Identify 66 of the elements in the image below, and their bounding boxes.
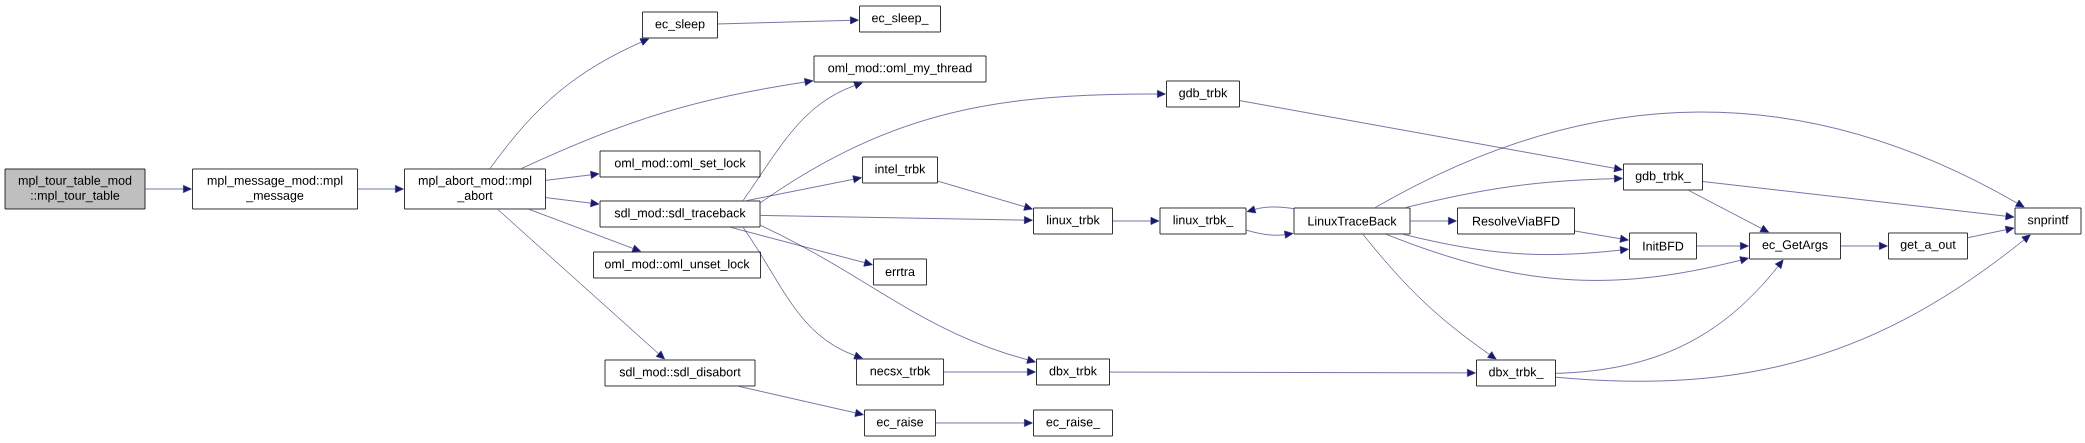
arrow [497, 209, 665, 360]
arrow [528, 209, 641, 253]
arrow [1410, 217, 1457, 225]
function-box: ec_raise_ [1033, 409, 1113, 437]
function-box: dbx_trbk_ [1476, 359, 1556, 387]
function-box: mpl_message_mod::mpl _message [192, 168, 358, 210]
arrow [1840, 242, 1888, 250]
function-box: ec_sleep_ [859, 5, 941, 33]
function-box: mpl_tour_table_mod ::mpl_tour_table [4, 168, 146, 210]
function-box: mpl_abort_mod::mpl _abort [404, 168, 546, 210]
arrow [545, 170, 600, 181]
function-box: ResolveViaBFD [1457, 207, 1575, 235]
function-box: dbx_trbk [1036, 358, 1110, 386]
arrow [1239, 100, 1623, 173]
function-box: linux_trbk [1033, 207, 1113, 235]
arrow [1374, 111, 2025, 208]
arrow [545, 197, 600, 208]
arrow [1246, 205, 1294, 214]
arrow [760, 90, 1166, 203]
function-box: oml_mod::oml_set_lock [599, 150, 761, 178]
function-box: InitBFD [1629, 232, 1697, 260]
arrow [1688, 190, 1770, 233]
arrow [1555, 259, 1784, 374]
arrow [1967, 225, 2015, 238]
arrow [1696, 242, 1749, 250]
arrow [489, 38, 650, 169]
arrow [937, 180, 1033, 211]
arrow [1702, 181, 2015, 221]
function-box: oml_mod::oml_my_thread [813, 55, 987, 83]
function-box: ec_sleep [642, 11, 718, 39]
function-box: gdb_trbk [1166, 80, 1240, 108]
arrow [717, 16, 859, 25]
arrow [357, 185, 404, 193]
arrow [746, 175, 862, 201]
function-box: errtra [873, 258, 927, 286]
function-box: snprintf [2014, 207, 2082, 235]
arrow [1109, 368, 1476, 377]
arrow [1386, 234, 1749, 281]
arrow [145, 185, 192, 193]
arrow [760, 225, 1036, 364]
function-box: necsx_trbk [856, 358, 944, 386]
arrow [742, 81, 863, 201]
function-box: ec_GetArgs [1749, 232, 1841, 260]
arrow [760, 215, 1033, 225]
function-box: ec_raise [864, 409, 936, 437]
function-box: get_a_out [1888, 232, 1968, 260]
arrow [935, 419, 1033, 427]
arrow [943, 368, 1036, 376]
function-box: sdl_mod::sdl_traceback [599, 200, 761, 228]
arrow [1362, 234, 1497, 360]
function-box: gdb_trbk_ [1623, 163, 1703, 191]
function-box: intel_trbk [862, 156, 938, 184]
arrow [1574, 230, 1629, 243]
arrow [1246, 229, 1294, 239]
arrow [1555, 234, 2031, 382]
arrow [730, 227, 873, 267]
function-box: oml_mod::oml_unset_lock [593, 251, 761, 279]
arrow [521, 78, 814, 169]
arrow [1403, 234, 1629, 255]
arrow [742, 227, 863, 360]
function-box: LinuxTraceBack [1293, 207, 1411, 235]
arrow [1405, 174, 1623, 208]
function-box: sdl_mod::sdl_disabort [604, 359, 756, 387]
arrow [1112, 217, 1160, 225]
arrow [738, 386, 864, 417]
function-box: linux_trbk_ [1159, 207, 1247, 235]
